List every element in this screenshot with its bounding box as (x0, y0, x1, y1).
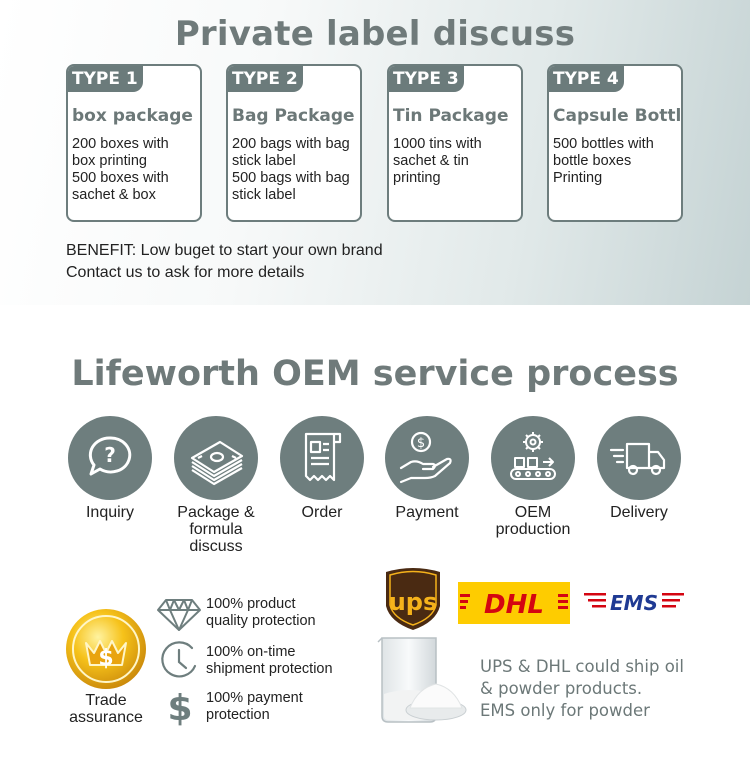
card-heading: Capsule Bottle (553, 106, 683, 126)
svg-text:$: $ (98, 646, 113, 671)
trade-assurance-label: Trade assurance (69, 692, 143, 726)
shipping-note: UPS & DHL could ship oil & powder produc… (480, 657, 684, 720)
type-card-1: TYPE 1 box package 200 boxes with box pr… (66, 64, 202, 222)
step-label: Order (301, 504, 343, 521)
type-card-4: TYPE 4 Capsule Bottle 500 bottles with b… (547, 64, 683, 222)
svg-text:ups: ups (389, 588, 438, 616)
step-label: Package & formula discuss (177, 504, 255, 555)
card-tag: TYPE 3 (389, 66, 464, 92)
private-label-title: Private label discuss (174, 14, 576, 54)
svg-text:DHL: DHL (484, 590, 544, 620)
clock-icon (161, 641, 197, 678)
production-line-icon (491, 416, 575, 500)
step-label: Inquiry (85, 504, 135, 521)
card-description: 500 bottles with bottle boxes Printing (553, 136, 654, 186)
order-document-icon (280, 416, 364, 500)
diamond-icon (157, 599, 201, 631)
money-stack-icon (174, 416, 258, 500)
step-label: OEM production (495, 504, 571, 538)
card-heading: box package (72, 106, 193, 126)
process-step-production: OEM production (473, 416, 593, 538)
svg-text:EMS: EMS (610, 591, 658, 615)
powder-beaker-image (377, 637, 467, 723)
type-card-2: TYPE 2 Bag Package 200 bags with bag sti… (226, 64, 362, 222)
quality-protection-text: 100% product quality protection (206, 596, 316, 629)
process-step-order: Order (262, 416, 382, 521)
process-step-package: Package & formula discuss (156, 416, 276, 555)
process-title: Lifeworth OEM service process (71, 354, 679, 394)
process-step-delivery: Delivery (579, 416, 699, 521)
dollar-icon: $ (167, 688, 192, 726)
step-label: Delivery (610, 504, 668, 521)
delivery-truck-icon (597, 416, 681, 500)
card-tag: TYPE 4 (549, 66, 624, 92)
svg-text:$: $ (167, 688, 192, 726)
payment-hand-icon: $ (385, 416, 469, 500)
dhl-logo: DHL (458, 582, 570, 624)
svg-text:?: ? (104, 443, 116, 467)
ems-logo: EMS (584, 591, 684, 615)
svg-text:$: $ (417, 436, 425, 451)
shipment-protection-text: 100% on-time shipment protection (206, 644, 333, 677)
type-card-3: TYPE 3 Tin Package 1000 tins with sachet… (387, 64, 523, 222)
benefit-text: BENEFIT: Low buget to start your own bra… (66, 242, 383, 281)
ups-logo: ups (386, 568, 440, 630)
payment-protection-text: 100% payment protection (206, 690, 303, 723)
card-heading: Bag Package (232, 106, 355, 126)
card-description: 200 bags with bag stick label 500 bags w… (232, 136, 350, 203)
step-label: Payment (395, 504, 459, 521)
card-description: 1000 tins with sachet & tin printing (393, 136, 482, 186)
private-label-section: Private label discuss TYPE 1 box package… (0, 0, 750, 305)
question-bubble-icon: ? (68, 416, 152, 500)
process-step-inquiry: ? Inquiry (50, 416, 170, 521)
process-step-payment: $ Payment (367, 416, 487, 521)
trade-assurance-medal-icon: $ (66, 609, 146, 689)
card-description: 200 boxes with box printing 500 boxes wi… (72, 136, 169, 203)
card-tag: TYPE 2 (228, 66, 303, 92)
card-tag: TYPE 1 (68, 66, 143, 92)
card-heading: Tin Package (393, 106, 509, 126)
